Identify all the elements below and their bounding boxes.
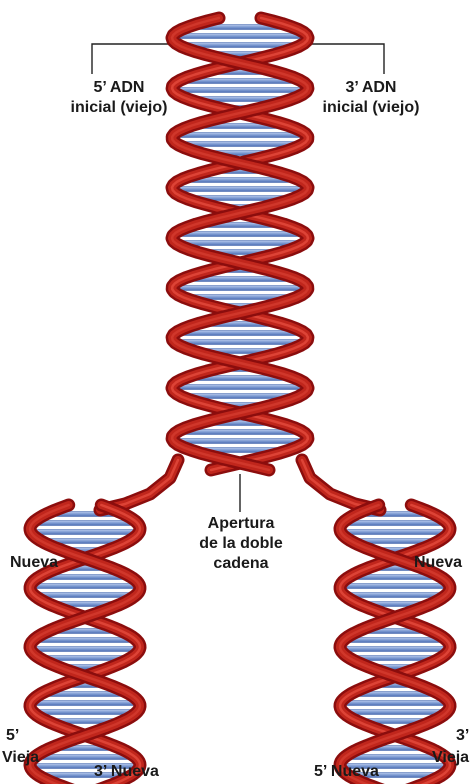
label-3-old-dna-line2: inicial (viejo) — [296, 98, 446, 118]
daughter-right-helix-base-pair — [344, 584, 446, 589]
leader-right-top — [300, 44, 384, 74]
label-unwinding-line2: de la doble — [176, 534, 306, 554]
label-new-left: Nueva — [10, 553, 58, 573]
label-5-old-dna: 5’ ADN inicial (viejo) — [44, 78, 194, 118]
daughter-left-helix-base-pair — [34, 647, 135, 652]
parent-helix-base-pair — [178, 340, 302, 345]
base-pairs — [34, 25, 446, 778]
parent-helix-base-pair — [179, 331, 300, 336]
label-3-old-dna: 3’ ADN inicial (viejo) — [296, 78, 446, 118]
parent-helix-base-pair — [178, 232, 302, 237]
parent-helix-base-pair — [177, 439, 303, 444]
label-3-new-left: 3’ Nueva — [94, 762, 159, 782]
daughter-right-helix-base-pair — [344, 647, 445, 652]
daughter-right-helix-base-pair — [348, 638, 443, 643]
parent-helix-base-pair — [177, 133, 303, 138]
label-unwinding: Apertura de la doble cadena — [176, 514, 306, 574]
daughter-right-helix-base-pair — [345, 701, 446, 706]
daughter-left-helix-base-pair — [37, 521, 134, 526]
label-5-left: 5’ — [6, 726, 19, 746]
daughter-left-helix-base-pair — [39, 755, 132, 760]
label-3-old-dna-line1: 3’ ADN — [296, 78, 446, 98]
parent-helix-base-pair — [176, 385, 304, 390]
parent-helix-base-pair — [179, 241, 300, 246]
label-3-right: 3’ — [456, 726, 469, 746]
daughter-left-helix-base-pair — [34, 584, 136, 589]
daughter-right-helix-base-pair — [347, 710, 443, 715]
parent-helix-base-pair — [176, 187, 304, 192]
daughter-right-helix-base-pair — [349, 755, 442, 760]
label-old-right: Vieja — [432, 748, 469, 768]
label-5-old-dna-line1: 5’ ADN — [44, 78, 194, 98]
label-new-right: Nueva — [414, 553, 462, 573]
daughter-right-helix-base-pair — [347, 521, 444, 526]
daughter-left-helix-base-pair — [35, 530, 136, 535]
daughter-left-helix-base-pair — [35, 701, 136, 706]
daughter-left-helix-base-pair — [37, 710, 133, 715]
daughter-left-helix-base-pair — [38, 638, 133, 643]
daughter-right-helix-base-pair — [348, 593, 442, 598]
daughter-left-helix-base-pair — [38, 593, 132, 598]
label-5-new-right: 5’ Nueva — [314, 762, 379, 782]
label-5-old-dna-line2: inicial (viejo) — [44, 98, 194, 118]
parent-helix-base-pair — [177, 34, 304, 39]
label-old-left: Vieja — [2, 748, 39, 768]
label-unwinding-line3: cadena — [176, 554, 306, 574]
parent-helix-base-pair — [177, 88, 304, 93]
leader-left-top — [92, 44, 176, 74]
parent-helix-base-pair — [176, 286, 304, 291]
label-unwinding-line1: Apertura — [176, 514, 306, 534]
daughter-right-helix-base-pair — [345, 530, 446, 535]
